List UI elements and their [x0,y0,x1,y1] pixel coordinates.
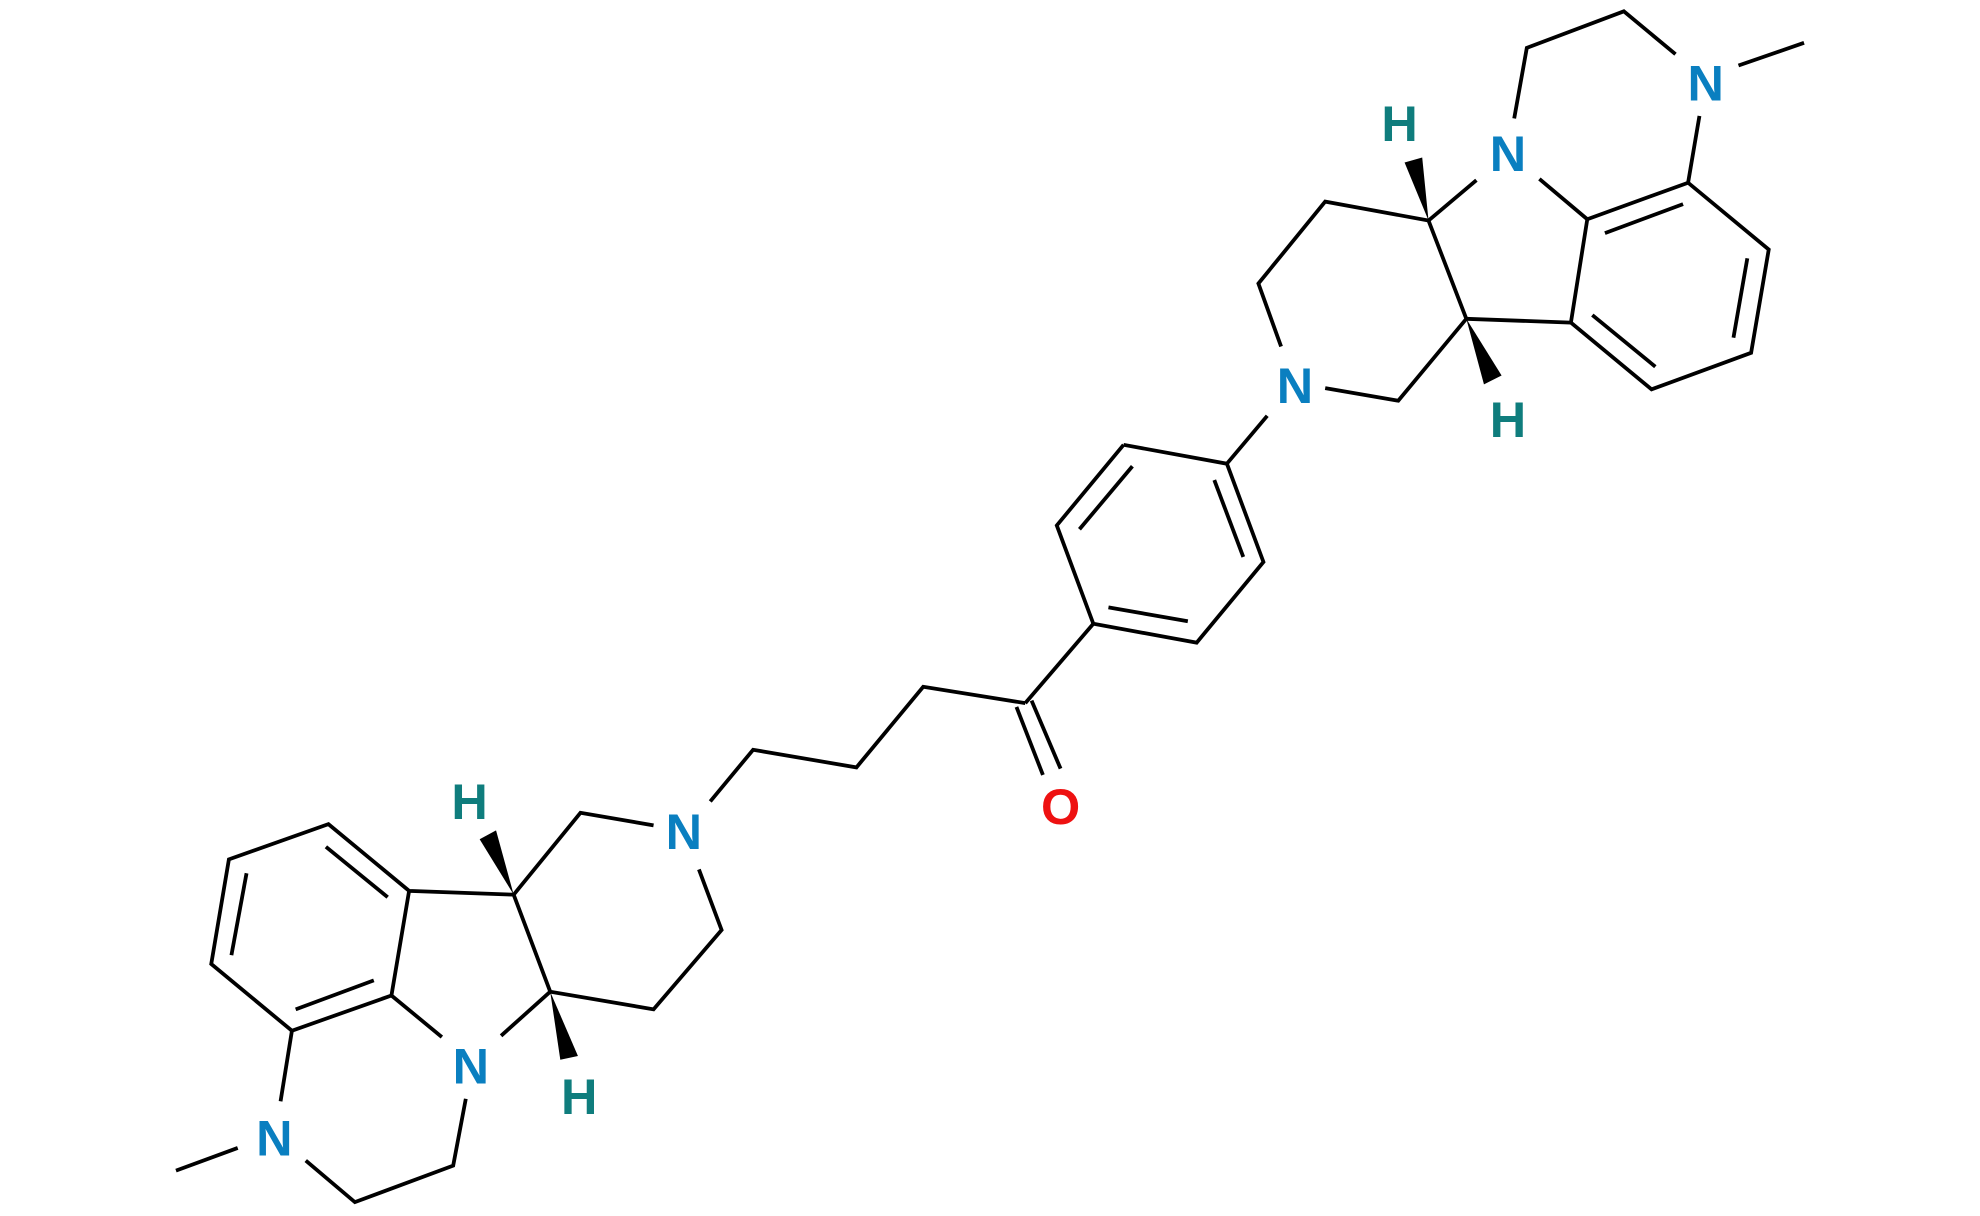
nitrogen-label: N [453,1038,489,1095]
bond [1512,9,1677,119]
aromatic-double-bond [1078,465,1134,531]
bonds [175,9,1805,1205]
aromatic-double-bond [229,872,249,956]
bond [1225,414,1269,465]
nitrogen-label: N [1490,125,1526,182]
aromatic-double-bond [295,978,375,1012]
bond [1427,178,1478,222]
bond [499,990,552,1038]
nitrogen-label: N [666,803,702,860]
aromatic-double-bond [324,845,389,899]
bond [1686,115,1702,184]
nitrogen-label: N [256,1109,292,1166]
aromatic-double-bond [1731,257,1750,339]
aromatic-double-bond [1591,313,1657,369]
methyl-bond [175,1146,239,1173]
butyl-chain [708,684,1026,803]
carbonyl-double-bond [1014,706,1045,776]
hydrogen-label: H [561,1068,597,1125]
oxygen-label: O [1041,778,1080,835]
aromatic-double-bond [1212,479,1246,558]
atom-labels: N N N N N N O H H H H [256,55,1724,1167]
aromatic-double-bond [1108,605,1189,624]
bond [390,994,444,1039]
bond [1466,316,1571,325]
stereo-wedge [550,991,578,1060]
bond [278,1030,294,1102]
hydrogen-label: H [451,773,487,830]
nitrogen-label: N [1277,357,1313,414]
bond [304,1098,468,1205]
stereo-wedge [1404,157,1429,221]
central-benzene-ring [1054,442,1266,645]
bond [1023,622,1095,705]
hydrogen-label: H [1381,95,1417,152]
benzene-ring-upper [1568,180,1771,392]
bond [1538,177,1589,221]
carbonyl-double-bond [1029,699,1063,770]
stereo-wedge [479,830,514,895]
methyl-bond [1737,41,1805,68]
stereo-wedge [1466,318,1502,385]
aromatic-double-bond [1604,202,1684,235]
benzene-ring-lower [209,821,514,1033]
hydrogen-label: H [1490,391,1526,448]
nitrogen-label: N [1688,55,1724,112]
